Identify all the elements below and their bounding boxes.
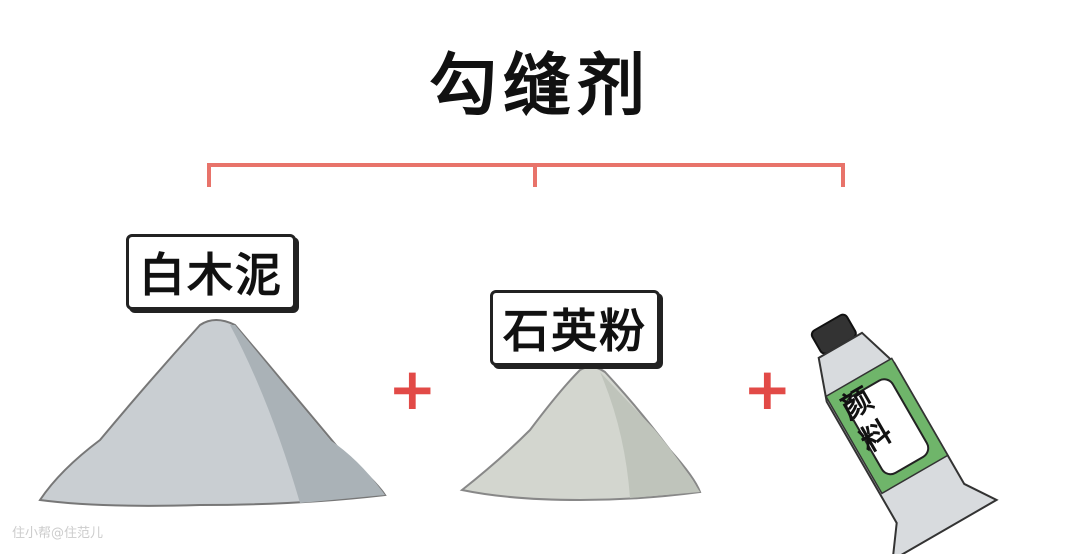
bracket-connector: [207, 163, 845, 187]
plus-operator: +: [388, 355, 437, 423]
quartz-powder-label: 石英粉: [490, 290, 660, 366]
watermark: 住小帮@住范儿: [12, 526, 104, 541]
page-title: 勾缝剂: [428, 47, 651, 126]
pigment-tube-icon: [810, 313, 999, 554]
white-cement-label: 白木泥: [126, 234, 296, 310]
white-cement-pile: [38, 319, 387, 507]
quartz-powder-pile: [459, 366, 702, 502]
plus-operator: +: [743, 355, 792, 423]
